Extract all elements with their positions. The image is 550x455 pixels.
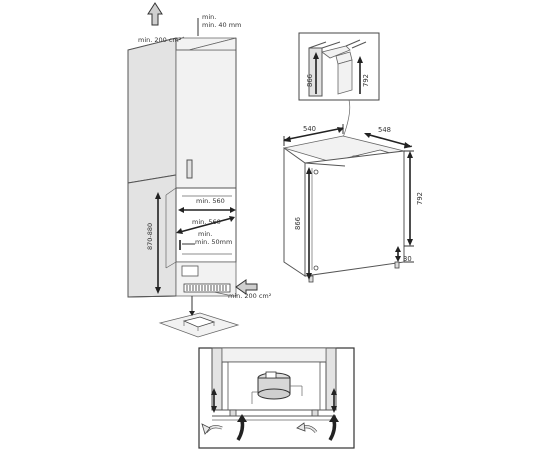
detail-792-label: 792 (362, 74, 370, 87)
height-adjust-arrow-left-icon (211, 388, 217, 413)
appliance-foot-label: 30 (403, 255, 412, 263)
appliance-width-dimension: 540 (283, 124, 344, 146)
circulation-detail-view (198, 347, 355, 449)
top-gap-label-line1: min. (202, 13, 216, 21)
appliance-height-792-dimension: 792 (404, 150, 424, 247)
compressor-icon (251, 371, 303, 404)
top-gap-label: min. 40 mm (202, 21, 241, 29)
cabinet-side-upper (127, 37, 177, 184)
hinge-detail-view: 866 792 (298, 32, 380, 101)
appliance-foot-dimension: 30 (395, 246, 414, 263)
top-vent-area-label: min. 200 cm² (138, 36, 182, 44)
niche-height-dimension: 870-880 (146, 192, 161, 294)
airflow-up-arrow-icon (147, 2, 163, 26)
circulation-arrows-right-icon (296, 414, 339, 441)
niche-width-lower-label: min. 560 (192, 218, 221, 226)
back-gap-label-line1: min. (198, 230, 212, 238)
airflow-in-arrow-icon (235, 279, 258, 295)
appliance-height-866-dimension: 866 (294, 167, 312, 280)
door-handle (186, 159, 193, 179)
niche-width-dimension-upper: min. 560 (178, 197, 236, 213)
tall-cabinet (127, 37, 237, 298)
bottom-vent-area-label: min. 200 cm² (228, 292, 272, 300)
back-gap-label: min. 50mm (195, 238, 232, 246)
appliance-isometric (283, 135, 405, 283)
appliance-height-866-label: 866 (294, 217, 302, 230)
cabinet-upper-door (175, 49, 237, 189)
niche-height-label: 870-880 (146, 223, 154, 250)
height-adjust-arrow-right-icon (331, 388, 337, 413)
circulation-arrows-left-icon (201, 414, 247, 441)
plinth-vent-grille (183, 283, 231, 293)
plinth-vent-channel (181, 265, 199, 277)
appliance-depth-label: 548 (378, 126, 391, 134)
niche-width-dimension-lower: min. 560 (176, 216, 235, 234)
detail-866-label: 866 (306, 74, 314, 87)
niche-back-gap-dimension: min. min. 50mm (179, 230, 232, 250)
niche-width-upper-label: min. 560 (196, 197, 225, 205)
appliance-depth-dimension: 548 (364, 126, 413, 149)
plinth-vent-detail (158, 296, 240, 338)
appliance-height-792-label: 792 (416, 192, 424, 205)
appliance-width-label: 540 (303, 125, 316, 133)
